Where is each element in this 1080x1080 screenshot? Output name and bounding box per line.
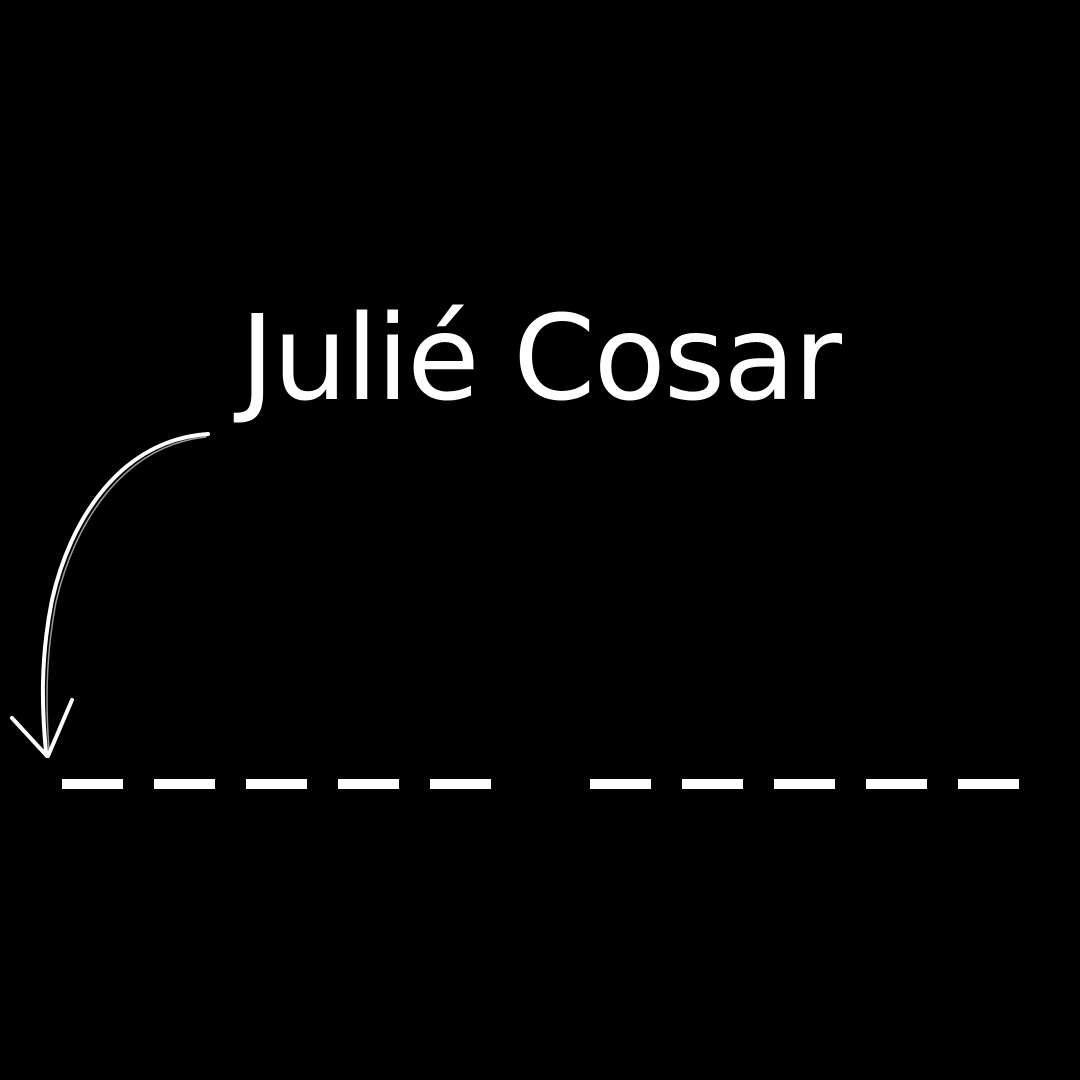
letter-blank (154, 779, 215, 789)
arrow-shaft-texture (46, 436, 207, 751)
letter-blank (774, 779, 835, 789)
letter-blank (590, 779, 651, 789)
letter-blank (62, 779, 123, 789)
arrow-shaft (40, 432, 210, 754)
letter-blank (430, 779, 491, 789)
letter-blank (682, 779, 743, 789)
letter-blank (866, 779, 927, 789)
letter-blank (246, 779, 307, 789)
letter-blanks (62, 779, 1020, 791)
arrow-head-texture (15, 705, 69, 753)
letter-blank (958, 779, 1019, 789)
letter-blank (338, 779, 399, 789)
name-title: Julié Cosar (239, 289, 842, 427)
